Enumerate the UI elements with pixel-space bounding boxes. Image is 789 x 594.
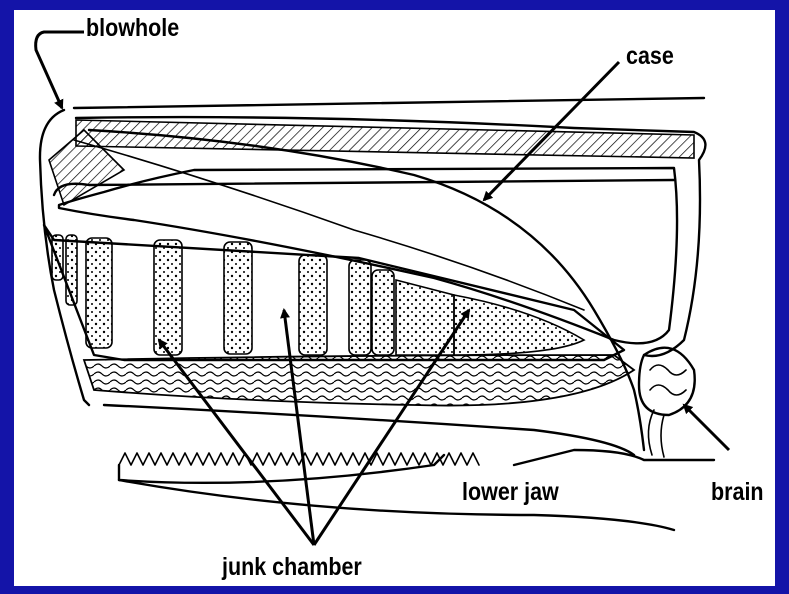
label-blowhole: blowhole — [86, 16, 179, 41]
lower-jaw — [119, 450, 714, 530]
brain-arrow — [684, 405, 729, 450]
sperm-whale-head-diagram — [14, 10, 775, 586]
brain — [639, 348, 695, 457]
junk-chamber — [44, 225, 624, 360]
label-brain: brain — [711, 480, 764, 505]
blowhole-arrow — [36, 32, 84, 108]
connective-tissue — [84, 355, 634, 455]
label-lower-jaw: lower jaw — [462, 480, 559, 505]
case-upper-band — [49, 120, 694, 205]
label-case: case — [626, 44, 674, 69]
diagram-frame: blowhole case lower jaw brain junk chamb… — [14, 10, 775, 586]
label-junk-chamber: junk chamber — [222, 555, 362, 580]
